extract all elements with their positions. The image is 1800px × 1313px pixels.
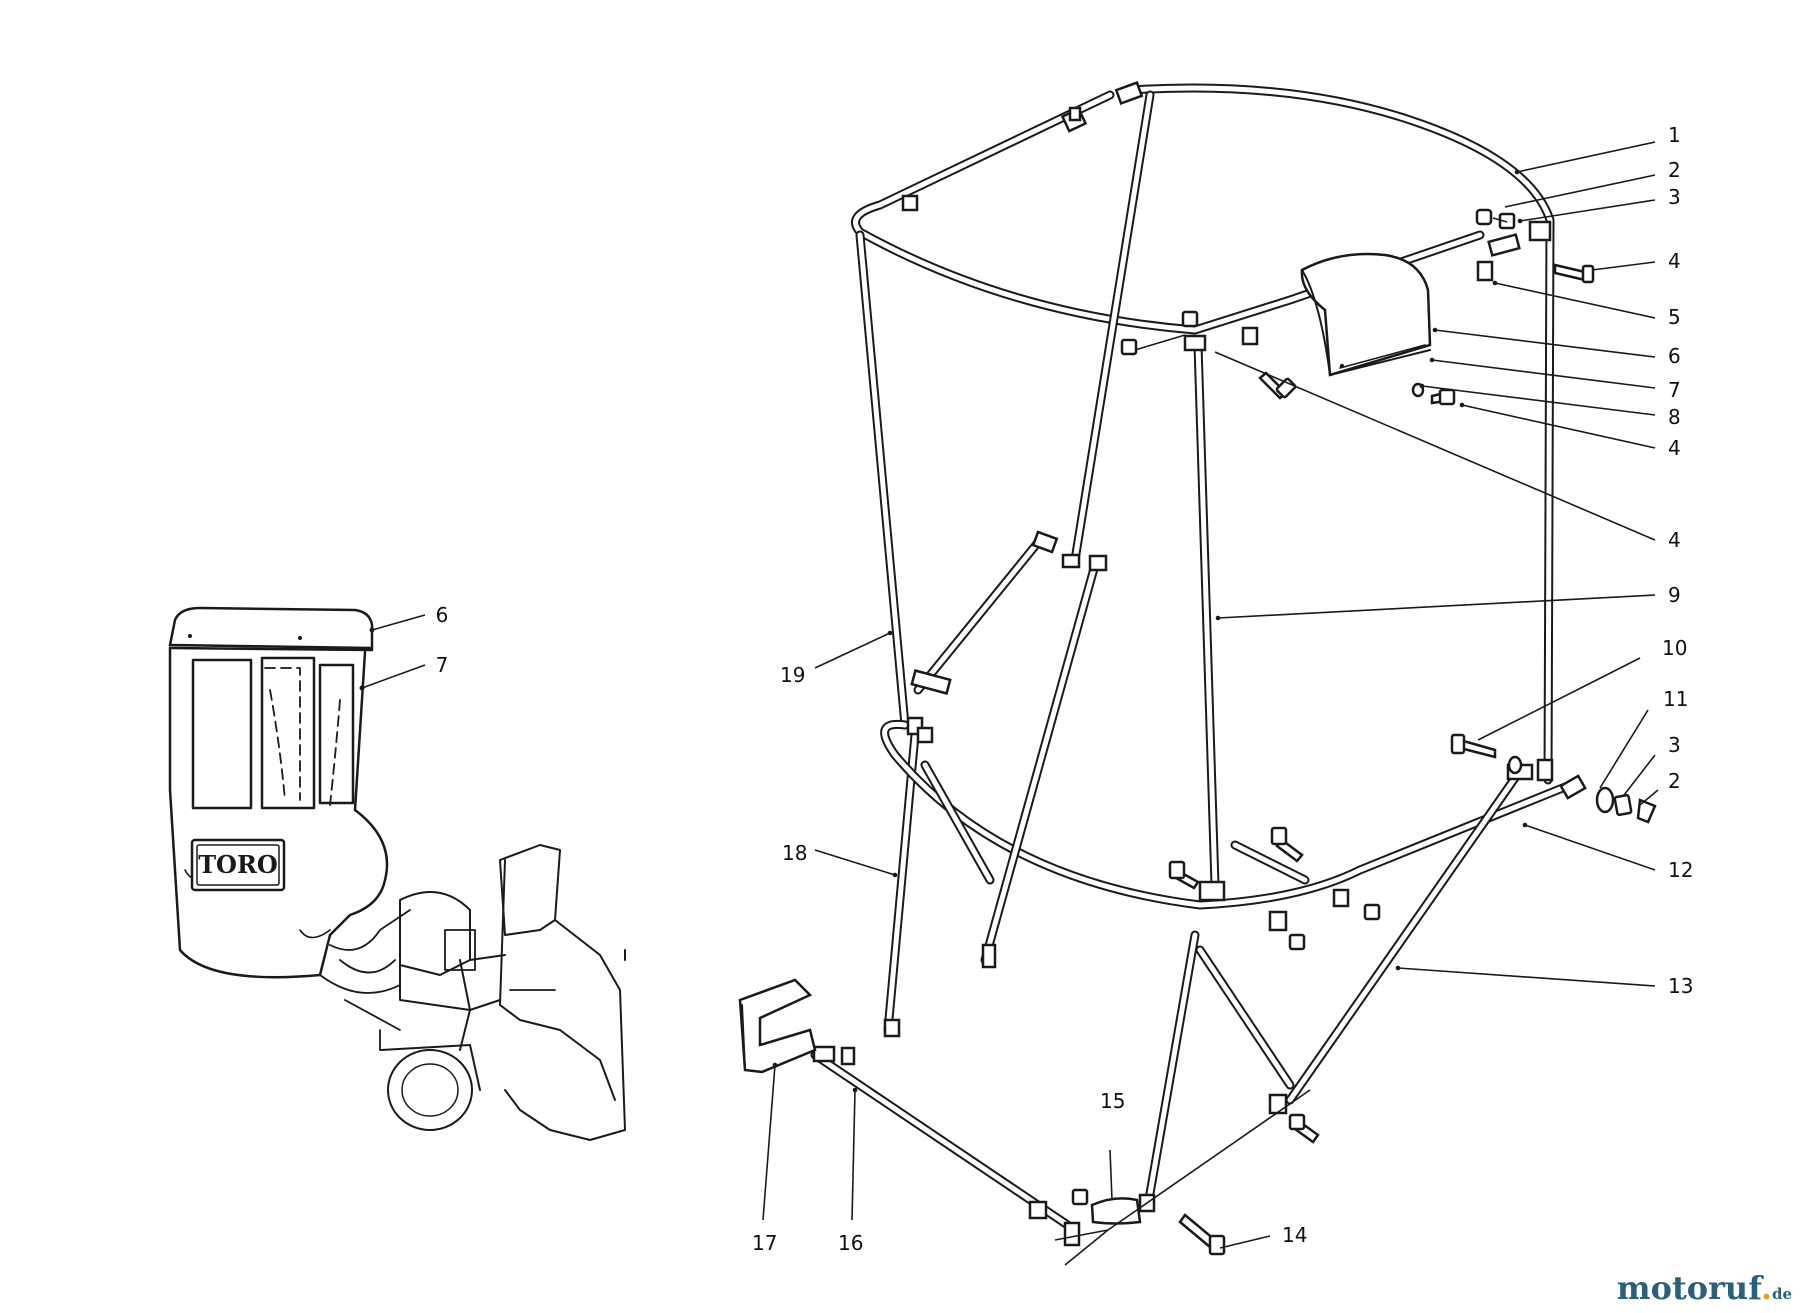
inset-callout-6: 6 xyxy=(436,603,449,627)
callout-7: 7 xyxy=(1668,378,1681,402)
callout-12: 12 xyxy=(1668,858,1693,882)
callout-13: 13 xyxy=(1668,974,1693,998)
watermark-logo: motoruf.de xyxy=(1617,1269,1792,1307)
lower-cross-tube xyxy=(1230,840,1310,885)
roof-cover-piece xyxy=(1300,252,1432,377)
inset-callout-7: 7 xyxy=(436,653,449,677)
callout-11: 11 xyxy=(1663,687,1688,711)
rear-diagonal-brace xyxy=(1195,773,1520,1105)
callout-14: 14 xyxy=(1282,1223,1307,1247)
callout-4c: 4 xyxy=(1668,528,1681,552)
leader-lines xyxy=(762,141,1659,1266)
callout-3a: 3 xyxy=(1668,185,1681,209)
lower-center-upright-tube xyxy=(1143,930,1200,1210)
callout-2a: 2 xyxy=(1668,158,1681,182)
callout-17: 17 xyxy=(752,1231,777,1255)
watermark-dot: . xyxy=(1760,1269,1772,1307)
callout-4b: 4 xyxy=(1668,436,1681,460)
callout-10: 10 xyxy=(1662,636,1687,660)
callout-15: 15 xyxy=(1100,1089,1125,1113)
cab-frame-assembly: 1 2 3 4 5 6 7 8 4 4 9 10 11 3 2 12 13 14… xyxy=(738,81,1693,1266)
callout-3b: 3 xyxy=(1668,733,1681,757)
hardware-parts xyxy=(738,208,1657,1256)
center-upright-tube xyxy=(1193,340,1220,890)
callout-1: 1 xyxy=(1668,123,1681,147)
callout-labels: 1 2 3 4 5 6 7 8 4 4 9 10 11 3 2 12 13 14… xyxy=(752,123,1693,1255)
inset-assembled-view: TORO 6 7 xyxy=(168,603,626,1141)
callout-4a: 4 xyxy=(1668,249,1681,273)
front-left-upright-tube xyxy=(855,230,910,730)
left-rear-upright-tube xyxy=(1070,90,1155,565)
callout-5: 5 xyxy=(1668,305,1681,329)
callout-19: 19 xyxy=(780,663,805,687)
callout-2b: 2 xyxy=(1668,769,1681,793)
watermark-tld-text: de xyxy=(1771,1285,1792,1303)
lower-left-upright-tube xyxy=(883,730,920,1035)
lower-bow-tube xyxy=(880,719,1575,910)
callout-9: 9 xyxy=(1668,583,1681,607)
watermark-main-text: motoruf xyxy=(1616,1269,1761,1307)
callout-8: 8 xyxy=(1668,405,1681,429)
upper-front-bow-tube xyxy=(851,90,1485,335)
callout-18: 18 xyxy=(782,841,807,865)
left-diagonal-brace xyxy=(913,535,1100,965)
callout-16: 16 xyxy=(838,1231,863,1255)
cab-illustration: TORO xyxy=(168,606,389,979)
toro-logo-text: TORO xyxy=(198,850,278,879)
snowthrower-illustration xyxy=(319,844,626,1141)
mounting-tabs xyxy=(812,81,1587,1247)
callout-6: 6 xyxy=(1668,344,1681,368)
top-rear-arch-tube xyxy=(1125,83,1555,785)
